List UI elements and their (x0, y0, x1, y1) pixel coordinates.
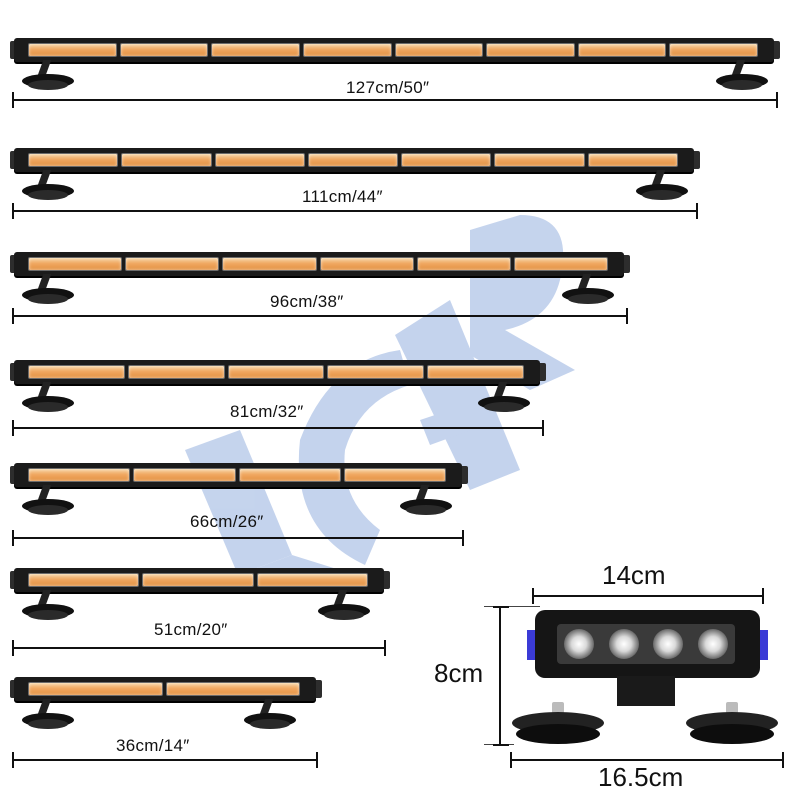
magnetic-mount (632, 170, 692, 200)
magnetic-mount (18, 170, 78, 200)
size-label: 51cm/20″ (154, 620, 228, 639)
magnetic-mount (558, 274, 618, 304)
lightbar-51cm (10, 568, 390, 596)
magnetic-mount (18, 274, 78, 304)
size-label: 36cm/14″ (116, 736, 190, 755)
base-width-dimension-line (510, 752, 784, 768)
size-label: 127cm/50″ (346, 78, 430, 97)
dimension-line (12, 752, 318, 768)
width-dimension-line (532, 588, 764, 604)
magnetic-base (512, 702, 604, 746)
dimension-line (12, 420, 544, 436)
height-label: 8cm (434, 658, 484, 688)
size-label: 81cm/32″ (230, 402, 304, 421)
lightbar-111cm (10, 148, 700, 176)
magnetic-mount (314, 590, 374, 620)
magnetic-mount (474, 382, 534, 412)
lightbar-96cm (10, 252, 630, 280)
led-bulb (653, 629, 684, 659)
dimension-line (12, 640, 386, 656)
magnetic-mount (712, 60, 772, 90)
magnetic-mount (18, 382, 78, 412)
dimension-line (12, 92, 778, 108)
dimension-line (12, 530, 464, 546)
lightbar-66cm (10, 463, 468, 491)
dimension-line (12, 308, 628, 324)
height-dimension-line (493, 606, 509, 746)
guide-line (484, 606, 540, 607)
led-bulb (608, 629, 639, 659)
magnetic-base (686, 702, 778, 746)
magnetic-mount (18, 699, 78, 729)
lightbar-81cm (10, 360, 546, 388)
magnetic-mount (18, 485, 78, 515)
magnetic-mount (18, 60, 78, 90)
dimension-line (12, 203, 698, 219)
size-label: 111cm/44″ (302, 187, 383, 206)
size-label: 96cm/38″ (270, 292, 344, 311)
dash-warning-light (527, 610, 768, 680)
base-width-label: 16.5cm (598, 762, 684, 792)
led-bulb (697, 629, 728, 659)
lightbar-127cm (10, 38, 780, 66)
mount-bracket (617, 676, 675, 706)
size-label: 66cm/26″ (190, 512, 264, 531)
lightbar-36cm (10, 677, 322, 705)
led-array (557, 624, 735, 664)
magnetic-mount (240, 699, 300, 729)
magnetic-mount (396, 485, 456, 515)
magnetic-mount (18, 590, 78, 620)
width-label: 14cm (602, 560, 666, 590)
led-bulb (564, 629, 595, 659)
